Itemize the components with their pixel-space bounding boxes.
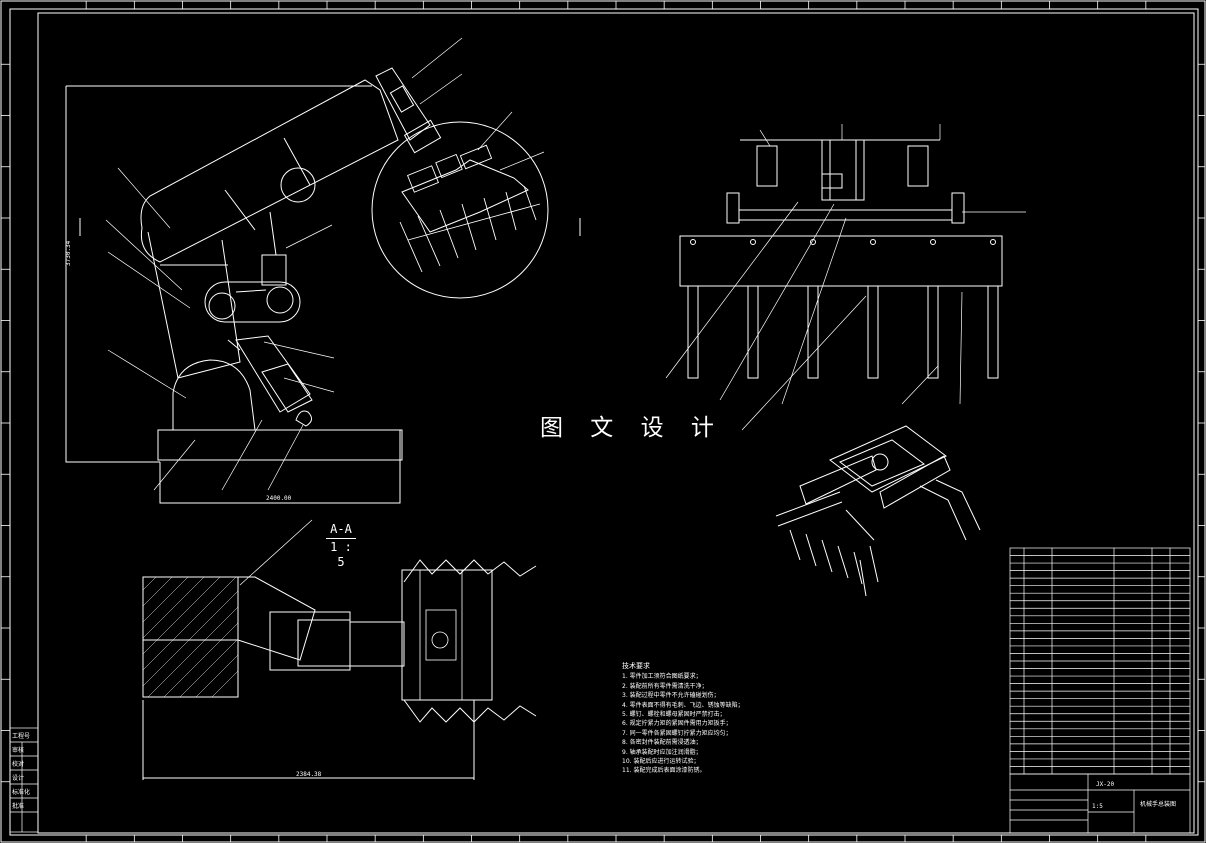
base-width-dimension: 2400.00: [266, 495, 292, 502]
parts-list-table: [1009, 547, 1191, 775]
gripper-finger: [747, 285, 759, 379]
gripper-finger: [927, 285, 939, 379]
tech-note-item: 3. 装配过程中零件不允许磕碰划伤；: [622, 692, 720, 700]
tech-note-item: 2. 装配前所有零件需清洗干净；: [622, 682, 708, 690]
bolt-hole: [870, 239, 876, 245]
detail-view-circle: [371, 111, 549, 299]
tech-note-item: 4. 零件表面不得有毛刺、飞边、锈蚀等缺陷；: [622, 701, 744, 709]
stamp-label-3: 设计: [12, 774, 24, 782]
tech-note-item: 9. 轴承装配时应加注润滑脂；: [622, 748, 702, 756]
drawing-frame: [37, 12, 1195, 834]
tech-note-item: 6. 规定拧紧力矩的紧固件需用力矩扳手；: [622, 720, 732, 728]
stamp-label-4: 标准化: [12, 788, 30, 796]
gripper-finger: [867, 285, 879, 379]
bolt-hole: [750, 239, 756, 245]
stamp-label-1: 审核: [12, 746, 24, 754]
left-stamp-block: [9, 727, 39, 833]
tech-note-item: 11. 装配完成后表面涂漆防锈。: [622, 767, 706, 775]
section-name: A-A: [330, 522, 352, 536]
gripper-isometric-view: [775, 425, 981, 597]
bolt-hole: [930, 239, 936, 245]
section-view-aa: [142, 519, 537, 780]
bolt-hole: [990, 239, 996, 245]
drawing-number: JX-20: [1096, 781, 1114, 788]
scale-ratio: 1:5: [1092, 803, 1103, 810]
arm-height-dimension: 3730.34: [65, 240, 72, 266]
stamp-label-5: 批准: [12, 802, 24, 810]
gripper-finger: [987, 285, 999, 379]
tech-note-item: 8. 各密封件装配前需浸透油；: [622, 739, 702, 747]
watermark-text: 图 文 设 计: [540, 415, 724, 441]
gripper-width-dimension: 2384.38: [296, 771, 322, 778]
gripper-front-view: [665, 124, 1026, 431]
section-divider: [326, 538, 356, 539]
section-view-label: A-A 1 : 5: [326, 522, 356, 570]
section-scale: 1 : 5: [330, 540, 352, 569]
zone-border: [9, 8, 1199, 836]
stamp-label-0: 工程号: [12, 732, 30, 740]
tech-note-item: 7. 同一零件各紧固螺钉拧紧力矩应均匀；: [622, 729, 732, 737]
tech-note-item: 1. 零件加工须符合图纸要求；: [622, 673, 702, 681]
drawing-title: 机械手总装图: [1140, 800, 1176, 808]
title-block: [1009, 773, 1191, 834]
tech-note-item: 5. 螺钉、螺栓和螺母紧固时严禁打击；: [622, 711, 726, 719]
technical-requirements: 技术要求 1. 零件加工须符合图纸要求； 2. 装配前所有零件需清洗干净； 3.…: [622, 662, 892, 776]
stamp-label-2: 校对: [12, 760, 24, 768]
bolt-hole: [690, 239, 696, 245]
gripper-finger: [687, 285, 699, 379]
gripper-finger: [807, 285, 819, 379]
tech-note-item: 10. 装配后应进行运转试验；: [622, 758, 700, 766]
tech-notes-title: 技术要求: [622, 662, 650, 670]
robot-arm-assembly: [65, 37, 581, 504]
